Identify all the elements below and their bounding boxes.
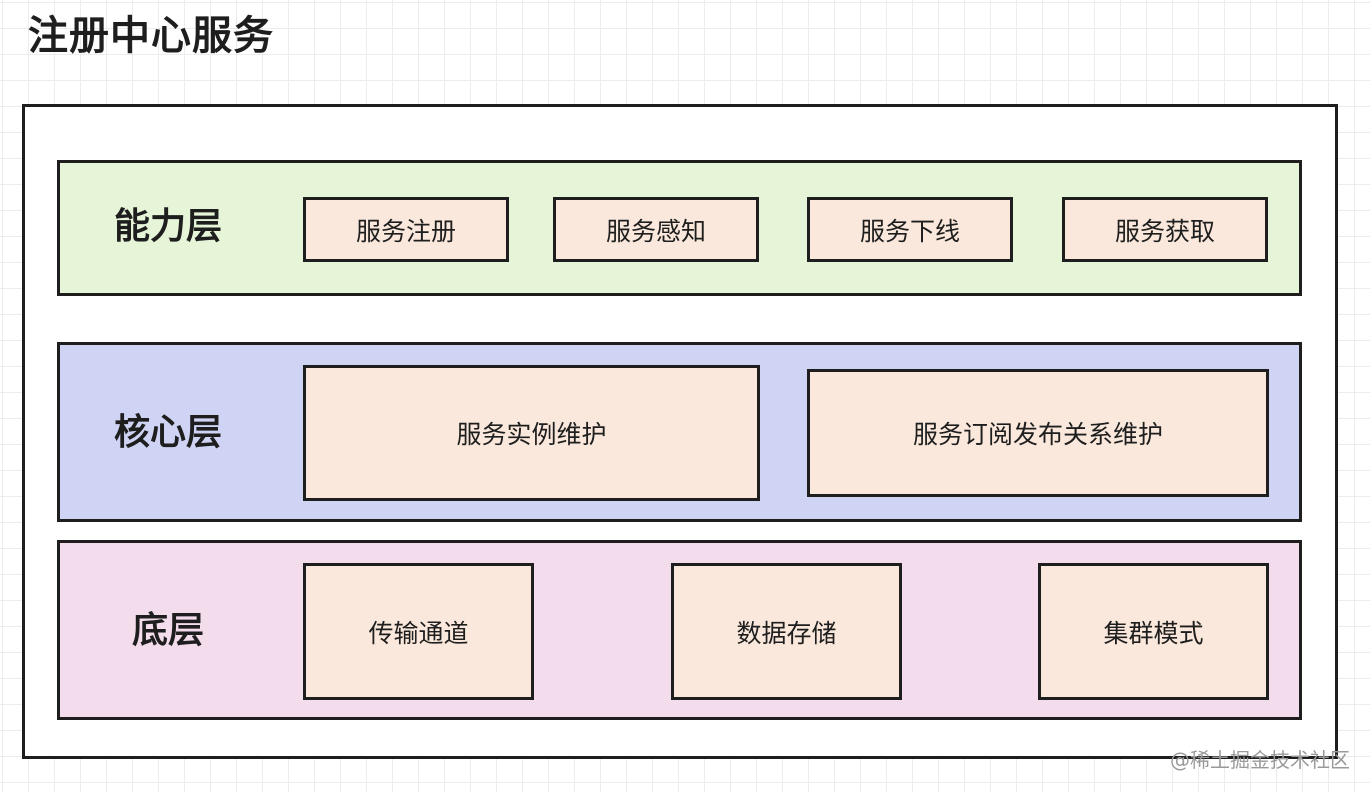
service-register-box: 服务注册 (303, 197, 509, 262)
service-instance-maintenance-box: 服务实例维护 (303, 365, 760, 501)
service-offline-box: 服务下线 (807, 197, 1013, 262)
capability-layer: 能力层 服务注册 服务感知 服务下线 服务获取 (57, 160, 1302, 296)
transport-channel-box: 传输通道 (303, 563, 534, 700)
watermark-text: @稀土掘金技术社区 (1170, 748, 1350, 772)
data-storage-box: 数据存储 (671, 563, 902, 700)
base-layer-label: 底层 (132, 610, 205, 651)
service-fetch-box: 服务获取 (1062, 197, 1268, 262)
diagram-title: 注册中心服务 (28, 13, 274, 59)
service-discovery-box: 服务感知 (553, 197, 759, 262)
base-layer: 底层 传输通道 数据存储 集群模式 (57, 540, 1302, 720)
capability-layer-label: 能力层 (114, 206, 223, 247)
core-layer-label: 核心层 (114, 412, 223, 453)
core-layer: 核心层 服务实例维护 服务订阅发布关系维护 (57, 342, 1302, 522)
service-subscription-maintenance-box: 服务订阅发布关系维护 (807, 369, 1269, 497)
cluster-mode-box: 集群模式 (1038, 563, 1269, 700)
